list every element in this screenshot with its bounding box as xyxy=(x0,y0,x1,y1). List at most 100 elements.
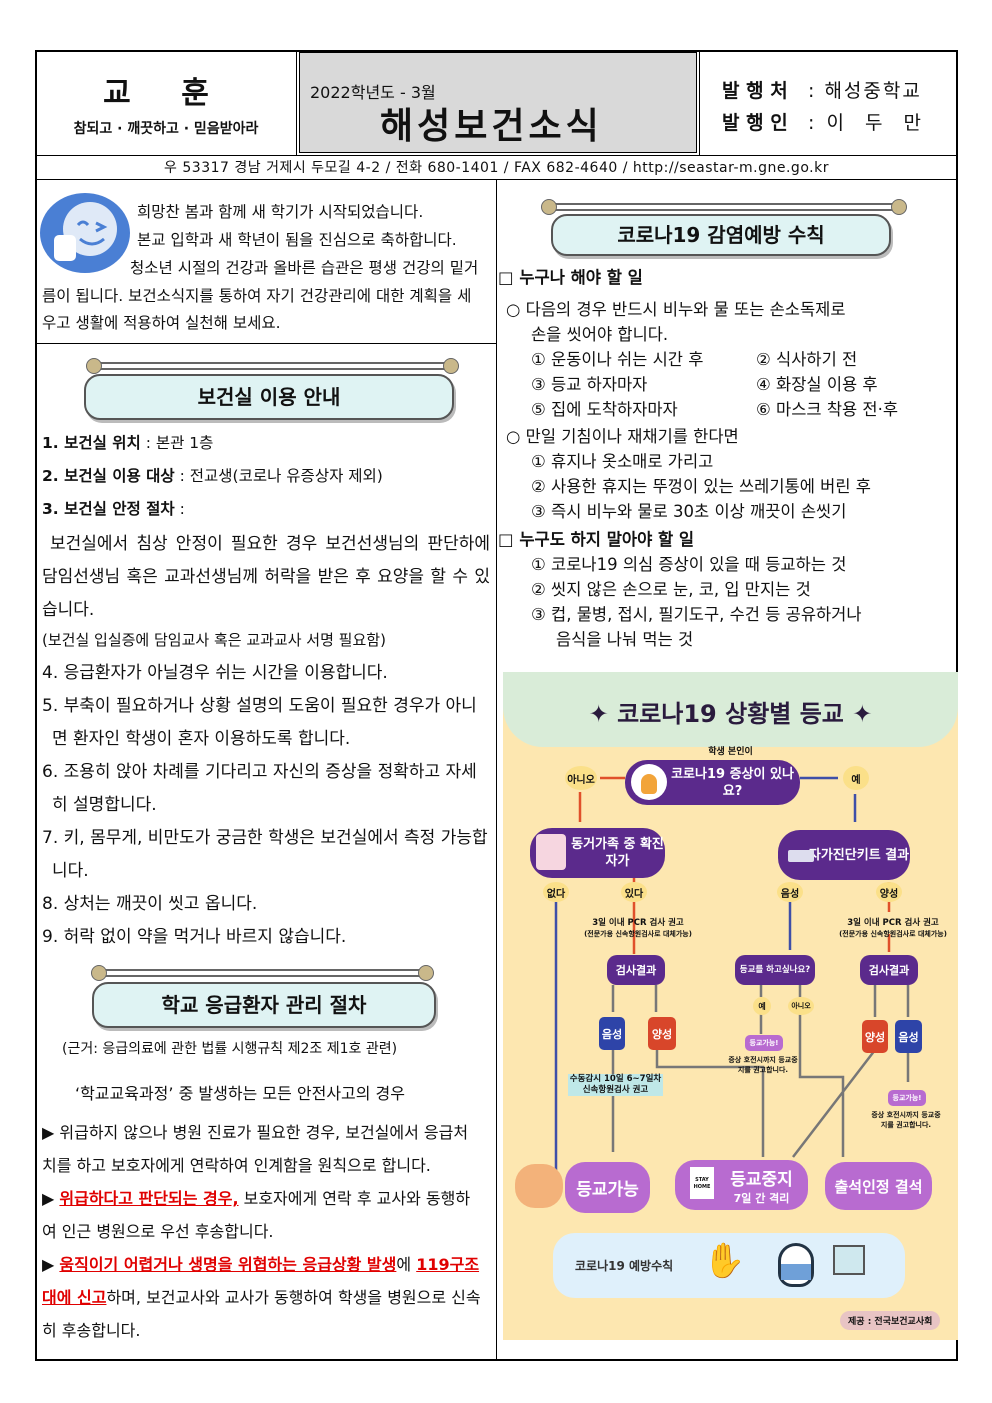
emergency-intro: ‘학교교육과정’ 중 발생하는 모든 안전사고의 경우 xyxy=(75,1084,406,1103)
banner-rod xyxy=(86,358,459,374)
target-label: 2. 보건실 이용 대상 xyxy=(42,467,175,485)
issuer: : 이 두 만 xyxy=(808,112,925,134)
positive-box: 양성 xyxy=(862,1020,888,1053)
rest-procedure-text: 보건실에서 침상 안정이 필요한 경우 보건선생님의 판단하에 담임선생님 혹은… xyxy=(42,534,490,620)
list-item: ⑤ 집에 도착하자마자 xyxy=(531,400,678,419)
yes-label: 예 xyxy=(753,997,771,1015)
section-title-emergency: 학교 응급환자 관리 절차 xyxy=(92,982,436,1028)
handwash-icon: ✋ xyxy=(703,1241,746,1281)
none-label: 없다 xyxy=(543,882,569,902)
step-highlight: 위급하다고 판단되는 경우, xyxy=(59,1189,239,1208)
rest-note: (보건실 입실증에 담임교사 혹은 교과교사 서명 필요함) xyxy=(42,631,386,649)
yes-label: 예 xyxy=(843,766,869,790)
step-text: 하며, 보건교사와 교사가 동행하여 학생을 병원으로 신속히 후송합니다. xyxy=(42,1288,481,1340)
handwash-list: ① 운동이나 쉬는 시간 후 ② 식사하기 전 ③ 등교 하자마자 ④ 화장실 이용… xyxy=(498,347,948,422)
test-result: 검사결과 xyxy=(607,955,665,985)
rule-line: ○ 만일 기침이나 재채기를 한다면 xyxy=(506,427,739,446)
rule-line: ○ 다음의 경우 반드시 비누와 물 또는 손소독제로 xyxy=(506,300,846,319)
positive-label: 양성 xyxy=(876,882,902,902)
rule-item: 9. 허락 없이 약을 먹거나 바르지 않습니다. xyxy=(42,927,347,947)
rest-colon: : xyxy=(174,500,185,518)
issue-date: 2022학년도 - 3월 xyxy=(310,83,436,102)
intro-line-5: 우고 생활에 적용하여 실천해 보세요. xyxy=(42,314,281,332)
excused-absence-result: 출석인정 결석 xyxy=(825,1162,932,1210)
prevention-box: 코로나19 예방수칙 ✋ xyxy=(553,1233,905,1298)
list-item: ③ 즉시 비누와 물로 30초 이상 깨끗이 손씻기 xyxy=(531,502,847,521)
positive-box: 양성 xyxy=(648,1017,676,1050)
location-value: : 본관 1층 xyxy=(140,434,214,452)
pcr-recommendation: 3일 이내 PCR 검사 권고(전문가용 신속항원검사로 대체가능) xyxy=(828,918,958,940)
must-do-heading: □ 누구나 해야 할 일 xyxy=(498,268,643,287)
negative-box: 음성 xyxy=(895,1020,922,1053)
test-kit-icon xyxy=(788,850,814,862)
list-item: ⑥ 마스크 착용 전·후 xyxy=(756,400,899,419)
credit: 제공 : 전국보건교사회 xyxy=(840,1311,941,1330)
list-item: ① 휴지나 옷소매로 가리고 xyxy=(531,452,714,471)
person-icon xyxy=(631,764,667,800)
publisher: : 해성중학교 xyxy=(808,80,922,102)
negative-label: 음성 xyxy=(777,882,803,902)
pcr-recommendation: 3일 이내 PCR 검사 권고 (전문가용 신속항원검사로 대체가능) xyxy=(573,918,703,940)
list-item: 음식을 나눠 먹는 것 xyxy=(556,630,694,649)
publisher-box: 발 행 처 : 해성중학교 발 행 인 : 이 두 만 xyxy=(699,50,958,155)
rule-item: 4. 응급환자가 아닐경우 쉬는 시간을 이용합니다. xyxy=(42,663,388,683)
pcr-note: (전문가용 신속항원검사로 대체가능) xyxy=(584,930,692,938)
intro-line-3: 청소년 시절의 건강과 올바른 습관은 평생 건강의 밑거 xyxy=(130,259,479,277)
section-divider xyxy=(35,343,497,344)
step-text: 보호자에게 연락 후 교사와 동행하여 인근 병원으로 우선 후송합니다. xyxy=(42,1189,471,1241)
no-label: 아니오 xyxy=(565,766,597,790)
list-item: ② 씻지 않은 손으로 눈, 코, 입 만지는 것 xyxy=(531,580,811,599)
step-text: 위급하지 않으나 병원 진료가 필요한 경우, 보건실에서 응급처치를 하고 보… xyxy=(42,1123,469,1175)
banner-rod xyxy=(91,965,434,981)
can-attend-small: 등교가능! xyxy=(888,1090,926,1106)
prevention-label: 코로나19 예방수칙 xyxy=(575,1259,674,1273)
list-item: ④ 화장실 이용 후 xyxy=(756,375,878,394)
banner-rod xyxy=(541,199,907,215)
address-bar: 우 53317 경남 거제시 두모길 4-2 / 전화 680-1401 / F… xyxy=(35,155,958,180)
emergency-step-1: ▶ 위급하지 않으나 병원 진료가 필요한 경우, 보건실에서 응급처치를 하고… xyxy=(42,1123,469,1175)
attend-note: 증상 호전시까지 등교중지를 권고합니다. xyxy=(728,1056,798,1074)
pcr-note: (전문가용 신속항원검사로 대체가능) xyxy=(839,930,947,938)
test-result: 검사결과 xyxy=(860,955,918,985)
section-title-health-room: 보건실 이용 안내 xyxy=(84,374,454,420)
step-highlight: 움직이기 어렵거나 생명을 위협하는 응급상황 발생 xyxy=(59,1255,397,1274)
title-cloud xyxy=(503,672,958,747)
stop-label: 등교중지 xyxy=(730,1169,793,1190)
step-text: 에 xyxy=(396,1255,412,1274)
emergency-steps: ▶ 위급하지 않으나 병원 진료가 필요한 경우, 보건실에서 응급처치를 하고… xyxy=(42,1116,482,1347)
rule-line: 손을 씻어야 합니다. xyxy=(531,325,669,344)
pcr-text: 3일 이내 PCR 검사 권고 xyxy=(592,918,684,928)
covid-attendance-infographic: ✦ 코로나19 상황별 등교 ✦ 학생 본인이 코로나19 증상이 있나요? 아… xyxy=(503,672,958,1340)
newsletter-title: 해성보건소식 xyxy=(380,106,603,147)
mask-icon xyxy=(778,1243,814,1287)
issuer-label: 발 행 인 xyxy=(722,112,788,134)
emergency-step-3: ▶ 움직이기 어렵거나 생명을 위협하는 응급상황 발생에 119구조대에 신고… xyxy=(42,1255,481,1340)
stay-home-icon: STAY HOME xyxy=(690,1167,714,1199)
intro-line-1: 희망찬 봄과 함께 새 학기가 시작되었습니다. xyxy=(137,203,424,221)
thumbs-up-smiley-icon xyxy=(40,193,130,273)
list-item: ③ 등교 하자마자 xyxy=(531,375,648,394)
list-item: ② 사용한 휴지는 뚜껑이 있는 쓰레기통에 버린 후 xyxy=(531,477,871,496)
publisher-label: 발 행 처 xyxy=(722,80,788,102)
motto: 참되고 · 깨끗하고 · 믿음받아라 xyxy=(73,121,259,137)
emergency-step-2: ▶ 위급하다고 판단되는 경우, 보호자에게 연락 후 교사와 동행하여 인근 … xyxy=(42,1189,471,1241)
list-item: ② 식사하기 전 xyxy=(756,350,858,369)
list-item: ① 코로나19 의심 증상이 있을 때 등교하는 것 xyxy=(531,555,847,574)
intro-line-4: 름이 됩니다. 보건소식지를 통하여 자기 건강관리에 대한 계획을 세 xyxy=(42,287,472,305)
want-attend-question: 등교를 하고싶나요? xyxy=(735,955,815,985)
column-divider xyxy=(496,180,497,1361)
motto-box: 교 훈 참되고 · 깨끗하고 · 믿음받아라 xyxy=(35,50,297,155)
passive-monitoring-note: 수동감시 10일 6~7일차 신속항원검사 권고 xyxy=(568,1074,663,1096)
window-ventilation-icon xyxy=(833,1245,865,1275)
quarantine-label: 7일 간 격리 xyxy=(733,1191,790,1205)
children-running-icon xyxy=(515,1164,563,1208)
emergency-basis: (근거: 응급의료에 관한 법률 시행규칙 제2조 제1호 관련) xyxy=(62,1041,398,1057)
attend-note: 증상 호전시까지 등교중지를 권고합니다. xyxy=(871,1111,941,1129)
list-item: ③ 컵, 물병, 접시, 필기도구, 수건 등 공유하거나 xyxy=(531,605,862,624)
title-box: 2022학년도 - 3월 해성보건소식 xyxy=(299,52,697,153)
health-room-rules: 4. 응급환자가 아닐경우 쉬는 시간을 이용합니다. 5. 부축이 필요하거나… xyxy=(42,657,492,954)
motto-title: 교 훈 xyxy=(103,76,229,111)
subject-label: 학생 본인이 xyxy=(708,747,753,757)
rule-item: 7. 키, 몸무게, 비만도가 궁금한 학생은 보건실에서 측정 가능합니다. xyxy=(42,828,488,881)
list-item: ① 운동이나 쉬는 시간 후 xyxy=(531,350,704,369)
